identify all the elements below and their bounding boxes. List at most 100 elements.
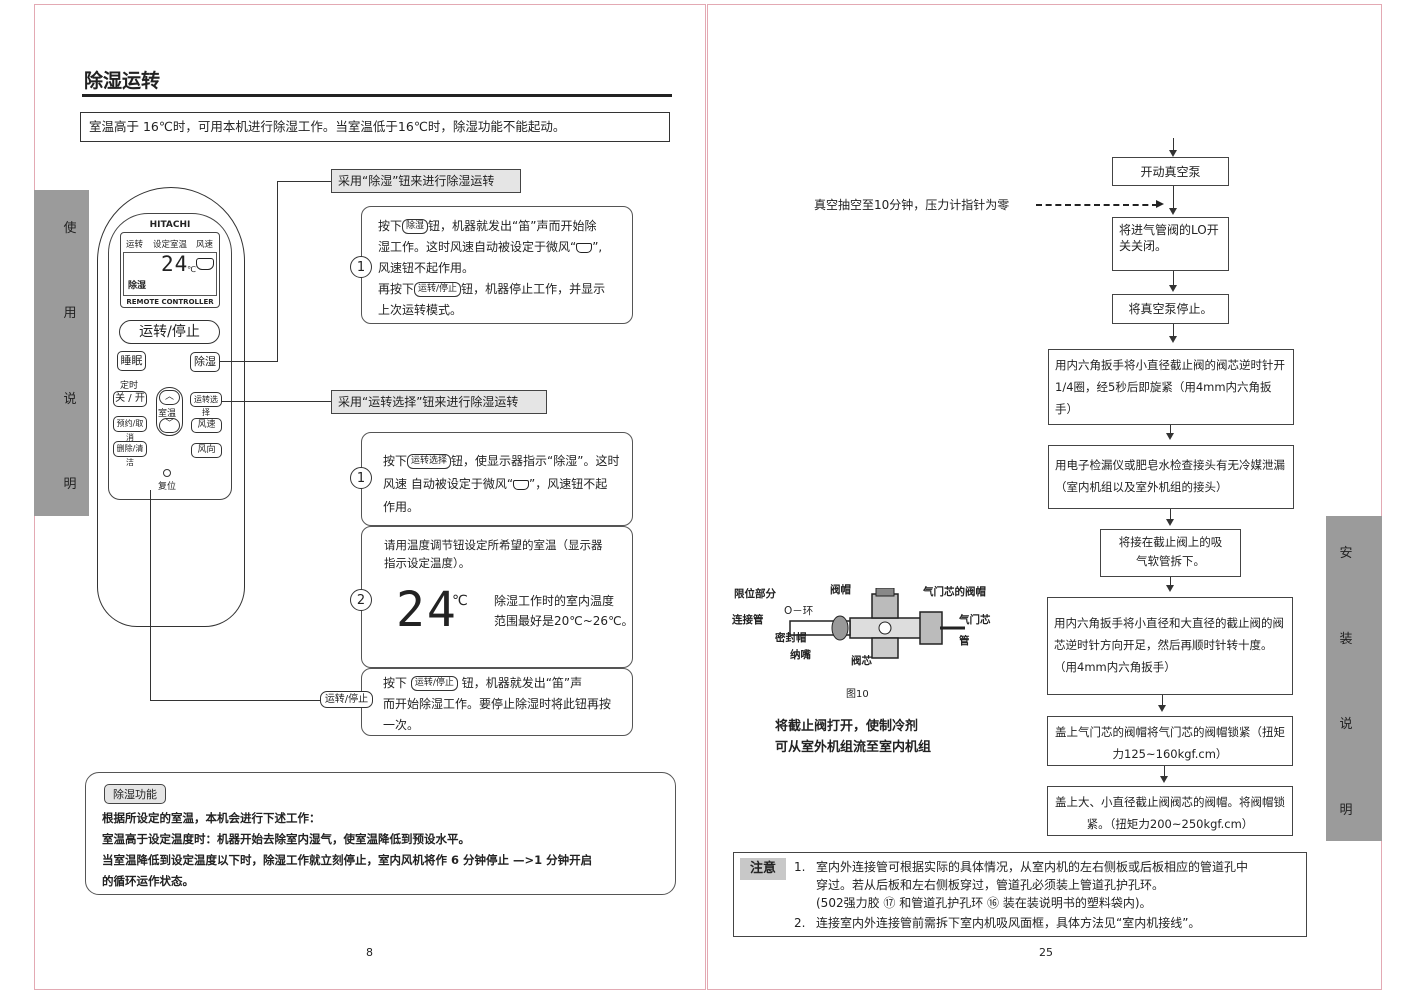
display-inner [123,252,217,296]
section2-label: 采用“运转选择”钮来进行除湿运转 [331,390,547,414]
fig-label-nut: 纳嘴 [790,649,811,661]
fan-light-icon [576,242,593,253]
note-item-2: 2. 连接室内外连接管前需拆下室内机吸风面框，具体方法见“室内机接线”。 [794,916,1201,930]
connector-line [277,181,331,182]
flow-step-4: 用内六角扳手将小直径截止阀的阀芯逆时针开1/4圈，经5秒后即旋紧（用4mm内六角… [1048,349,1294,425]
flow-arrow-head [1158,705,1166,712]
flow-arrow [1173,271,1174,287]
side-tab-right [1326,516,1382,841]
side-tab-char: 装 [1339,632,1353,647]
side-tab-char: 使 [63,221,77,236]
right-page [707,4,1382,990]
remote-onoff-button[interactable]: 关 / 开 [113,391,147,407]
connector-line [222,401,332,402]
note-box [733,852,1307,937]
remote-controller [97,187,245,627]
flow-arrow-head [1166,433,1174,440]
flow-arrow-head [1169,208,1177,215]
temp-up-button[interactable]: ︿ [159,390,180,405]
remote-timer-label: 定时 [120,381,139,391]
page-number: 25 [1039,946,1053,959]
flow-arrow-head [1169,150,1177,157]
remote-top-panel [108,213,232,500]
display-temp: 24 [161,252,189,276]
note-label: 注意 [740,858,786,880]
flow-step-3: 将真空泵停止。 [1112,294,1229,324]
remote-runstop-button[interactable]: 运转/停止 [119,320,220,344]
temp-down-button[interactable]: ﹀ [159,418,180,433]
valve-diagram [789,588,965,659]
flow-arrow [1170,577,1171,587]
remote-reset-button[interactable] [163,469,171,477]
vacuum-dash-arrow [1156,200,1164,208]
display-unit: ℃ [187,265,196,274]
side-tab-char: 安 [1339,546,1353,561]
remote-dehumid-button[interactable]: 除湿 [190,352,220,372]
display-label-temp: 设定室温 [153,240,188,250]
flow-arrow-head [1169,336,1177,343]
step-number: 1 [350,256,372,278]
side-tab-left [34,190,89,516]
side-tab-char: 说 [1339,717,1353,732]
remote-temp-rocker [156,387,183,436]
fig-label-pipe: 连接管 [732,614,764,626]
remote-sleep-button[interactable]: 睡眠 [117,351,146,371]
connector-line [150,700,320,701]
runstop-button-ref: 运转/停止 [414,282,462,297]
flow-arrow [1170,425,1171,435]
remote-brand: HITACHI [149,220,191,230]
flow-step-1: 开动真空泵 [1112,157,1229,186]
temp-note: 除湿工作时的室内温度 范围最好是20℃~26℃。 [494,594,634,628]
fig-label-limit: 限位部分 [734,588,776,600]
remote-speed-button[interactable]: 风速 [191,418,222,433]
flow-step-6: 将接在截止阀上的吸气软管拆下。 [1100,529,1241,577]
section3-text: 按下 运转/停止 钮，机器就发出“笛”声 而开始除湿工作。要停止除湿时将此钮再按… [383,676,612,732]
fig-caption: 图10 [846,689,869,700]
flow-step-2: 将进气管阀的LO开关关闭。 [1112,217,1229,271]
remote-direction-button[interactable]: 风向 [191,443,222,458]
remote-mode-button[interactable]: 运转选择 [190,392,222,417]
section2-box-1 [361,432,633,526]
flow-arrow [1173,324,1174,338]
runstop-callout: 运转/停止 [320,691,373,708]
connector-line [220,361,277,362]
page-title: 除湿运转 [84,70,161,92]
flow-arrow [1170,509,1171,521]
remote-clean-button[interactable]: 删除/清洁 [113,441,147,467]
flow-arrow-head [1169,285,1177,292]
remote-reserve-button[interactable]: 预约/取消 [113,416,147,442]
function-box-label: 除湿功能 [104,784,166,804]
remote-display [120,232,220,308]
flow-step-5: 用电子检漏仪或肥皂水检查接头有无冷媒泄漏（室内机组以及室外机组的接头） [1048,445,1294,509]
section1-box [361,206,633,324]
function-box [85,772,676,895]
display-label-speed: 风速 [196,240,214,250]
fig-label-core: 阀芯 [851,655,872,667]
flow-arrow [1173,186,1174,210]
flow-arrow-head [1166,585,1174,592]
flow-step-9: 盖上大、小直径截止阀阀芯的阀帽。将阀帽锁紧。（扭矩力200~250kgf.cm） [1047,786,1293,836]
note-item-1: 1. 室内外连接管可根据实际的具体情况，从室内机的左右侧板或后板相应的管道孔中 … [794,860,1249,910]
remote-temp-label: 室温 [158,409,177,419]
side-tab-char: 说 [63,392,77,407]
fig-label-cap: 阀帽 [830,584,851,596]
step-number: 2 [350,589,372,611]
side-tab-char: 明 [1339,803,1353,818]
fig-label-oring: O－环 [784,605,814,617]
flow-step-8: 盖上气门芯的阀帽将气门芯的阀帽锁紧（扭矩力125~160kgf.cm） [1047,716,1293,766]
fig-label-tube: 管 [959,635,970,647]
remote-reset-label: 复位 [158,482,177,492]
intro-text: 室温高于 16℃时，可用本机进行除湿工作。当室温低于16℃时，除湿功能不能起动。 [89,119,566,134]
function-text: 根据所设定的室温，本机会进行下述工作： 室温高于设定温度时：机器开始去除室内湿气… [102,811,593,888]
section1-text: 按下除湿钮，机器就发出“笛”声而开始除 湿工作。这时风速自动被设定于微风“”, … [378,219,606,317]
flow-arrow [1164,766,1165,778]
big-temp-unit: ℃ [452,593,468,609]
flow-arrow-head [1160,776,1168,783]
fan-light-icon [513,479,530,490]
flow-arrow-head [1166,519,1174,526]
fan-light-icon [196,258,214,270]
section1-label: 采用“除湿”钮来进行除湿运转 [331,169,521,193]
vacuum-note: 真空抽空至10分钟，压力计指针为零 [814,198,1010,212]
title-underline [82,94,672,97]
big-temp-display: 24 [396,582,458,638]
